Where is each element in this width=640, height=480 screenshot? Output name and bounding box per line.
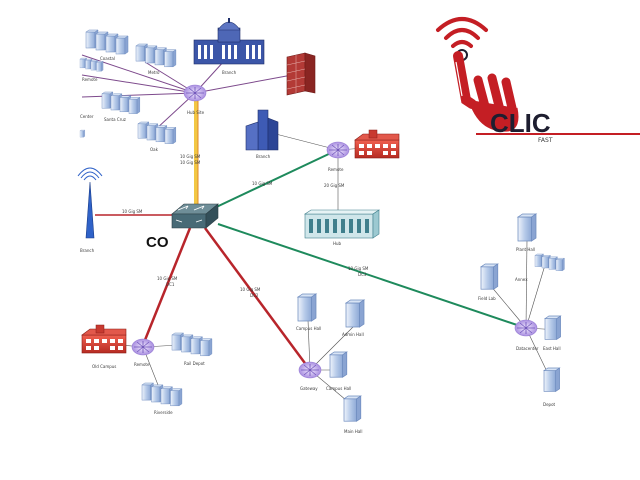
capitol-label: Branch (222, 70, 237, 75)
branch-building-label: Branch (256, 154, 271, 159)
factory-icon (81, 324, 127, 354)
server-tower-icon (345, 299, 365, 328)
cluster-label: Santa Cruz (104, 117, 126, 122)
server-cluster-icon (86, 30, 128, 54)
link-label-co-bc: 10 Gig SM (240, 287, 261, 292)
right-group: Plant Hall Field Lab Annex Datacenter Ea… (478, 213, 564, 407)
link-labels: 10 Gig SM 10 Gig SM 10 Gig SM 10 Gig SM … (122, 154, 369, 298)
office-building-icon: Branch (245, 109, 279, 159)
cluster-label: Coastal (100, 56, 115, 61)
server-tower-icon (297, 293, 317, 322)
server-tower-icon (480, 263, 499, 290)
server-cluster-icon (79, 129, 85, 138)
factory-icon (354, 129, 400, 159)
cluster-label: Remote (82, 77, 98, 82)
link-label-co-right-b: DC3 (358, 272, 367, 277)
link-co-bc (203, 227, 312, 371)
link-label-co-bc-b: DC2 (250, 293, 259, 298)
office-building-icon: Hub (304, 209, 380, 246)
server-cluster-icon (535, 254, 564, 271)
bc-s2-label: Admin Hall (342, 332, 364, 337)
bottom-left-group: Old Campus Remote Rail Depot Riverside (81, 324, 212, 415)
link-label-co-branch: 10 Gig SM (252, 181, 273, 186)
link-cl5 (81, 74, 196, 94)
core-office: CO (146, 203, 219, 251)
link-co-branch (209, 151, 334, 211)
server-tower-icon (544, 315, 561, 340)
r-s2-label: Annex (515, 277, 528, 282)
server-tower-icon (329, 351, 348, 378)
link-label-co-right: 10 Gig SM (348, 266, 369, 271)
bl-red-label: Old Campus (92, 364, 116, 369)
router-icon (298, 361, 322, 379)
link-label-co-top: 10 Gig SM (180, 154, 201, 159)
server-tower-icon (343, 395, 362, 422)
bottom-center-group: Campus Hall Admin Hall Gateway Campus Ha… (296, 293, 365, 434)
r-s5-label: Field Lab (478, 296, 496, 301)
top-hub-group: Coastal Metro Santa Cruz Oak Remote Cent… (79, 18, 316, 152)
link-label-co-top-b: 10 Gig SM (180, 160, 201, 165)
firewall-icon (286, 52, 316, 96)
router-icon (131, 338, 155, 356)
left-tower-label: Branch (80, 248, 95, 253)
link-label-co-left: 10 Gig SM (122, 209, 143, 214)
bc-hub-label: Gateway (300, 386, 318, 391)
bc-s3-label: Main Hall (344, 429, 363, 434)
router-icon (514, 319, 538, 337)
branch-group: Branch Remote Hub (245, 109, 400, 246)
link-co-right (217, 223, 527, 329)
bl-b2-label: Riverside (154, 410, 173, 415)
server-cluster-icon (172, 333, 212, 356)
router-icon (171, 203, 219, 229)
core-label: CO (146, 234, 169, 251)
r-hub-label: Datacenter (516, 346, 539, 351)
bl-hub-label: Remote (134, 362, 150, 367)
cluster-label: Metro (148, 70, 160, 75)
link-co-bl (141, 227, 192, 346)
router-icon (326, 141, 350, 159)
bl-b1-label: Rail Depot (184, 361, 205, 366)
branch-hub-label: Remote (328, 167, 344, 172)
tower-icon (77, 167, 103, 239)
bc-s1-label: Campus Hall (296, 326, 321, 331)
server-tower-icon (517, 213, 537, 242)
server-cluster-icon (138, 122, 176, 144)
click-logo: CLIC FAST (436, 17, 640, 144)
link-label-co-bl-b: DC1 (166, 282, 175, 287)
link-cl3 (81, 92, 196, 98)
capitol-building-icon: Branch (193, 18, 265, 75)
r-s6-label: Depot (543, 402, 556, 407)
cluster-label: Center (80, 114, 94, 119)
wide-building-label: Hub (333, 241, 342, 246)
top-hub-label: Hub Site (187, 110, 205, 115)
r-s1-label: Plant Hall (516, 247, 535, 252)
link-label-co-branch-b: 20 Gig SM (324, 183, 345, 188)
server-tower-icon (543, 367, 560, 392)
server-cluster-icon (136, 44, 176, 67)
link-firewall (194, 74, 293, 94)
r-s3-label: East Hall (543, 346, 561, 351)
link-label-co-bl: 10 Gig SM (157, 276, 178, 281)
router-icon (183, 84, 207, 102)
cluster-label: Oak (150, 147, 159, 152)
bc-hub2-label: Campus Hall (326, 386, 351, 391)
logo-subtext: FAST (538, 137, 553, 144)
hand-click-icon (453, 51, 519, 132)
server-cluster-icon (142, 383, 182, 406)
